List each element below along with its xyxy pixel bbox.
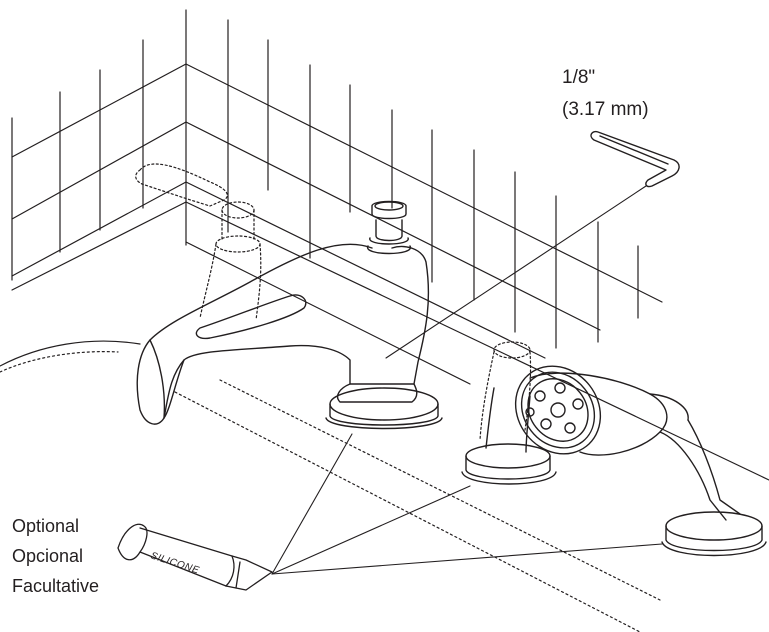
silicone-tube: SILICONE: [117, 433, 663, 591]
optional-note-line-1: Optional: [12, 516, 80, 536]
left-handle-phantom: [135, 163, 262, 321]
optional-note-line-3: Facultative: [12, 576, 100, 596]
hex-key: [385, 130, 680, 359]
tile-wall: [11, 9, 769, 481]
right-handle-phantom: [479, 341, 532, 441]
optional-note-line-2: Opcional: [12, 546, 84, 566]
valve-base: [461, 387, 557, 485]
hand-shower: [514, 365, 767, 557]
hex-key-size-mm: (3.17 mm): [562, 99, 649, 120]
tub-rim: [0, 340, 661, 632]
hex-key-size-inch: 1/8": [562, 67, 596, 88]
waterfall-spout: [136, 200, 443, 430]
silicone-label: SILICONE: [149, 550, 201, 576]
